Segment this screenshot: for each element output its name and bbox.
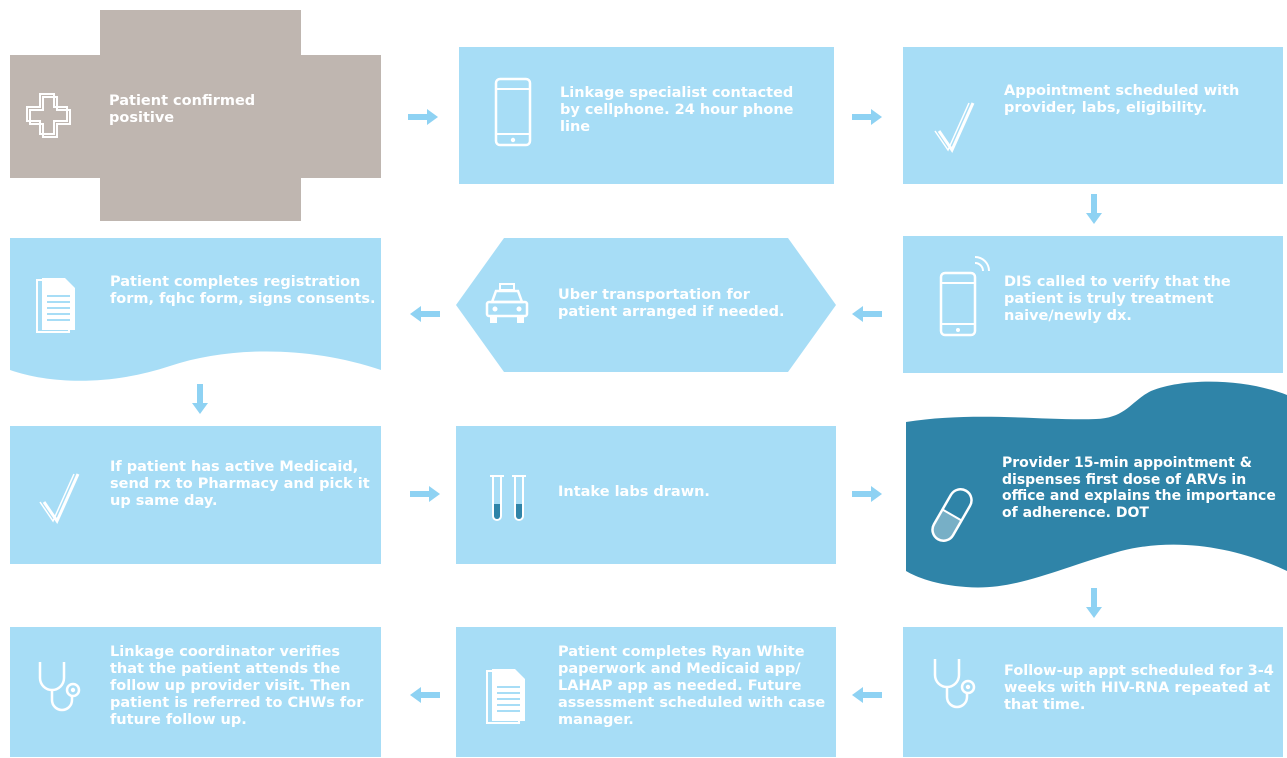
step-patient-confirmed: Patient confirmed positive bbox=[10, 10, 381, 221]
car-icon bbox=[485, 283, 529, 323]
arrow-right bbox=[852, 109, 882, 125]
arrow-left bbox=[410, 306, 440, 322]
step-intake-labs: Intake labs drawn. bbox=[456, 426, 836, 564]
step-text: Follow-up appt scheduled for 3-4 weeks w… bbox=[1004, 663, 1274, 713]
phone-ringing-icon bbox=[939, 256, 990, 337]
arrow-right bbox=[852, 486, 882, 502]
step-text: Linkage specialist contacted by cellphon… bbox=[560, 85, 794, 135]
document-icon bbox=[486, 669, 525, 724]
checkmark-icon bbox=[39, 473, 80, 525]
wave-document-shape bbox=[10, 238, 381, 381]
step-text: DIS called to verify that the patient is… bbox=[1004, 274, 1231, 324]
test-tubes-icon bbox=[490, 475, 526, 521]
step-text: Uber transportation for patient arranged… bbox=[558, 287, 785, 320]
step-text: If patient has active Medicaid, send rx … bbox=[110, 459, 370, 509]
step-text: Patient confirmed positive bbox=[109, 93, 256, 126]
step-text: Patient completes registration form, fqh… bbox=[110, 274, 376, 307]
step-follow-up-appt: Follow-up appt scheduled for 3-4 weeks w… bbox=[903, 627, 1283, 757]
stethoscope-icon bbox=[933, 659, 976, 709]
step-registration-form: Patient completes registration form, fqh… bbox=[10, 238, 381, 386]
step-linkage-coordinator: Linkage coordinator verifies that the pa… bbox=[10, 627, 381, 757]
arrow-left bbox=[410, 687, 440, 703]
box-shape bbox=[10, 627, 381, 757]
arrow-right bbox=[408, 109, 438, 125]
step-text: Appointment scheduled with provider, lab… bbox=[1004, 83, 1240, 116]
cellphone-icon bbox=[494, 77, 532, 147]
step-linkage-specialist: Linkage specialist contacted by cellphon… bbox=[459, 47, 834, 184]
box-shape bbox=[903, 236, 1283, 373]
box-shape bbox=[459, 47, 834, 184]
step-ryan-white-paperwork: Patient completes Ryan White paperwork a… bbox=[456, 627, 836, 757]
wave-banner-shape bbox=[906, 381, 1287, 588]
step-provider-appointment: Provider 15-min appointment & dispenses … bbox=[906, 381, 1287, 592]
arrow-down bbox=[1086, 194, 1102, 224]
step-text: Provider 15-min appointment & dispenses … bbox=[1002, 455, 1276, 521]
step-text: Intake labs drawn. bbox=[558, 484, 710, 500]
box-shape bbox=[10, 426, 381, 564]
step-text: Linkage coordinator verifies that the pa… bbox=[110, 644, 364, 728]
cross-shape bbox=[10, 10, 381, 221]
arrow-left bbox=[852, 687, 882, 703]
medical-cross-icon bbox=[26, 93, 71, 138]
document-icon bbox=[36, 278, 75, 333]
arrow-left bbox=[852, 306, 882, 322]
step-appointment-scheduled: Appointment scheduled with provider, lab… bbox=[903, 47, 1283, 184]
step-dis-called: DIS called to verify that the patient is… bbox=[903, 236, 1283, 373]
step-uber-transportation: Uber transportation for patient arranged… bbox=[456, 238, 836, 372]
arrow-down bbox=[192, 384, 208, 414]
step-text: Patient completes Ryan White paperwork a… bbox=[558, 644, 826, 728]
stethoscope-icon bbox=[38, 662, 81, 712]
hexagon-shape bbox=[456, 238, 836, 372]
step-active-medicaid: If patient has active Medicaid, send rx … bbox=[10, 426, 381, 564]
pill-capsule-icon bbox=[931, 488, 973, 542]
box-shape bbox=[456, 426, 836, 564]
arrow-down bbox=[1086, 588, 1102, 618]
arrow-right bbox=[410, 486, 440, 502]
checkmark-icon bbox=[934, 102, 975, 154]
